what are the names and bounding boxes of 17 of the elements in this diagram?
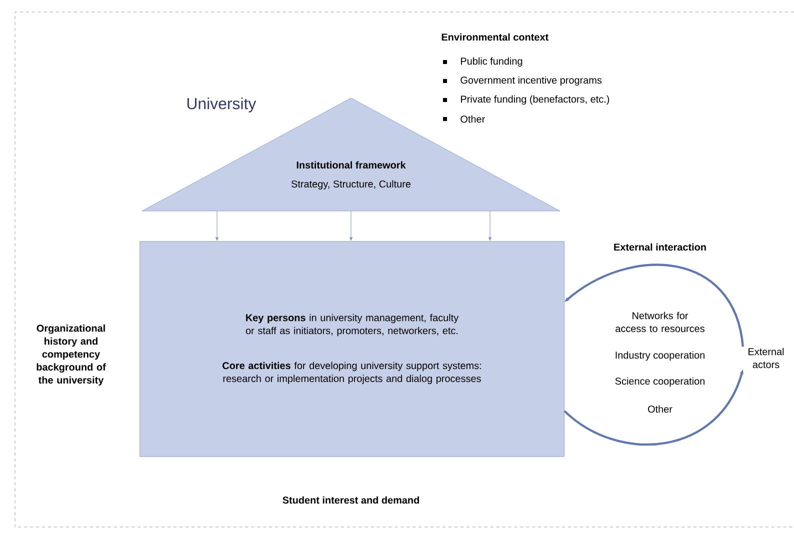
node-text: External actors (748, 348, 784, 368)
label-text: Industry cooperation (616, 351, 704, 361)
bottom-note: Student interest and demand (282, 496, 419, 504)
arrow (488, 210, 492, 241)
list-item: Other (460, 115, 485, 123)
side-note: Organizational history and competency background of the university (36, 324, 106, 386)
list-item: Government incentive programs (460, 76, 602, 86)
heading: External interaction (614, 243, 706, 251)
heading: Environmental context (442, 33, 548, 41)
title: University (187, 98, 256, 112)
list-item: Public funding (461, 57, 522, 67)
label-text: Networks for access to resources (616, 312, 704, 332)
activity-box: Key persons in university management, faculty or staff as initiators, promoters, networkers, etc. Core activities for developing university support systems: research or implementation projects and dialog processes (140, 241, 564, 457)
arrow (215, 210, 219, 241)
label-text: Science cooperation (615, 377, 704, 387)
label-text: Other (648, 405, 672, 413)
arrow (349, 210, 353, 241)
